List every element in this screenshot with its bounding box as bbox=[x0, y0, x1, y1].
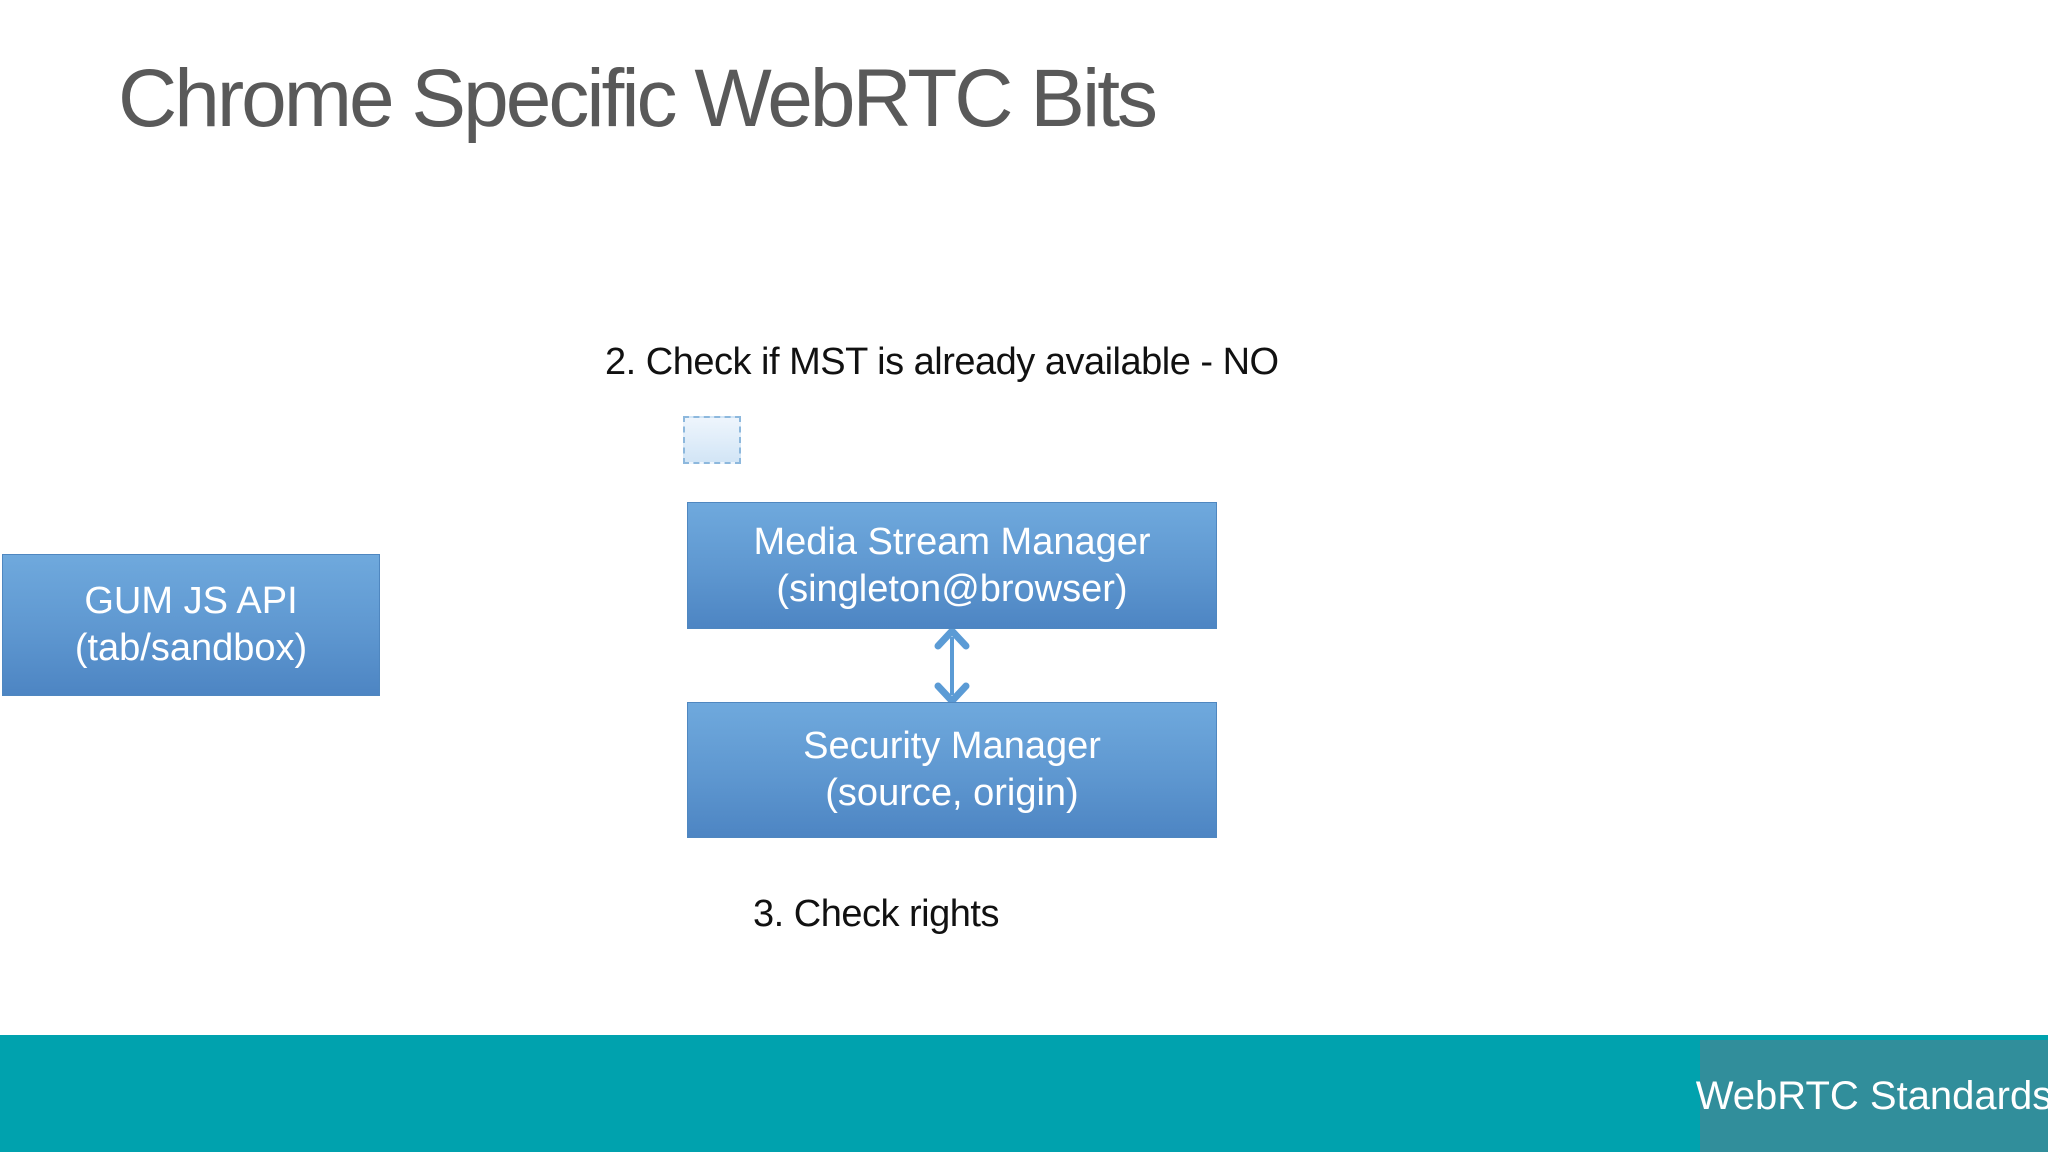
gum-js-api-box: GUM JS API (tab/sandbox) bbox=[2, 554, 380, 696]
selection-placeholder-box bbox=[683, 416, 741, 464]
media-stream-manager-box: Media Stream Manager (singleton@browser) bbox=[687, 502, 1217, 629]
step2-label: 2. Check if MST is already available - N… bbox=[605, 341, 1279, 383]
box-label-line1: GUM JS API bbox=[84, 580, 298, 622]
box-label-line2: (singleton@browser) bbox=[776, 567, 1128, 610]
footer-bar: WebRTC Standards bbox=[0, 1035, 2048, 1152]
footer-brand-label: WebRTC Standards bbox=[1695, 1073, 2048, 1118]
double-arrow-icon bbox=[928, 625, 976, 707]
box-label-line2: (source, origin) bbox=[825, 772, 1079, 814]
box-label-line1: Security Manager bbox=[803, 725, 1101, 767]
security-manager-box: Security Manager (source, origin) bbox=[687, 702, 1217, 838]
box-label-line1: Media Stream Manager bbox=[753, 520, 1151, 563]
slide-title: Chrome Specific WebRTC Bits bbox=[118, 53, 1158, 144]
step3-label: 3. Check rights bbox=[753, 893, 999, 935]
footer-brand-box: WebRTC Standards bbox=[1696, 1040, 2048, 1152]
box-label-line2: (tab/sandbox) bbox=[74, 627, 308, 669]
